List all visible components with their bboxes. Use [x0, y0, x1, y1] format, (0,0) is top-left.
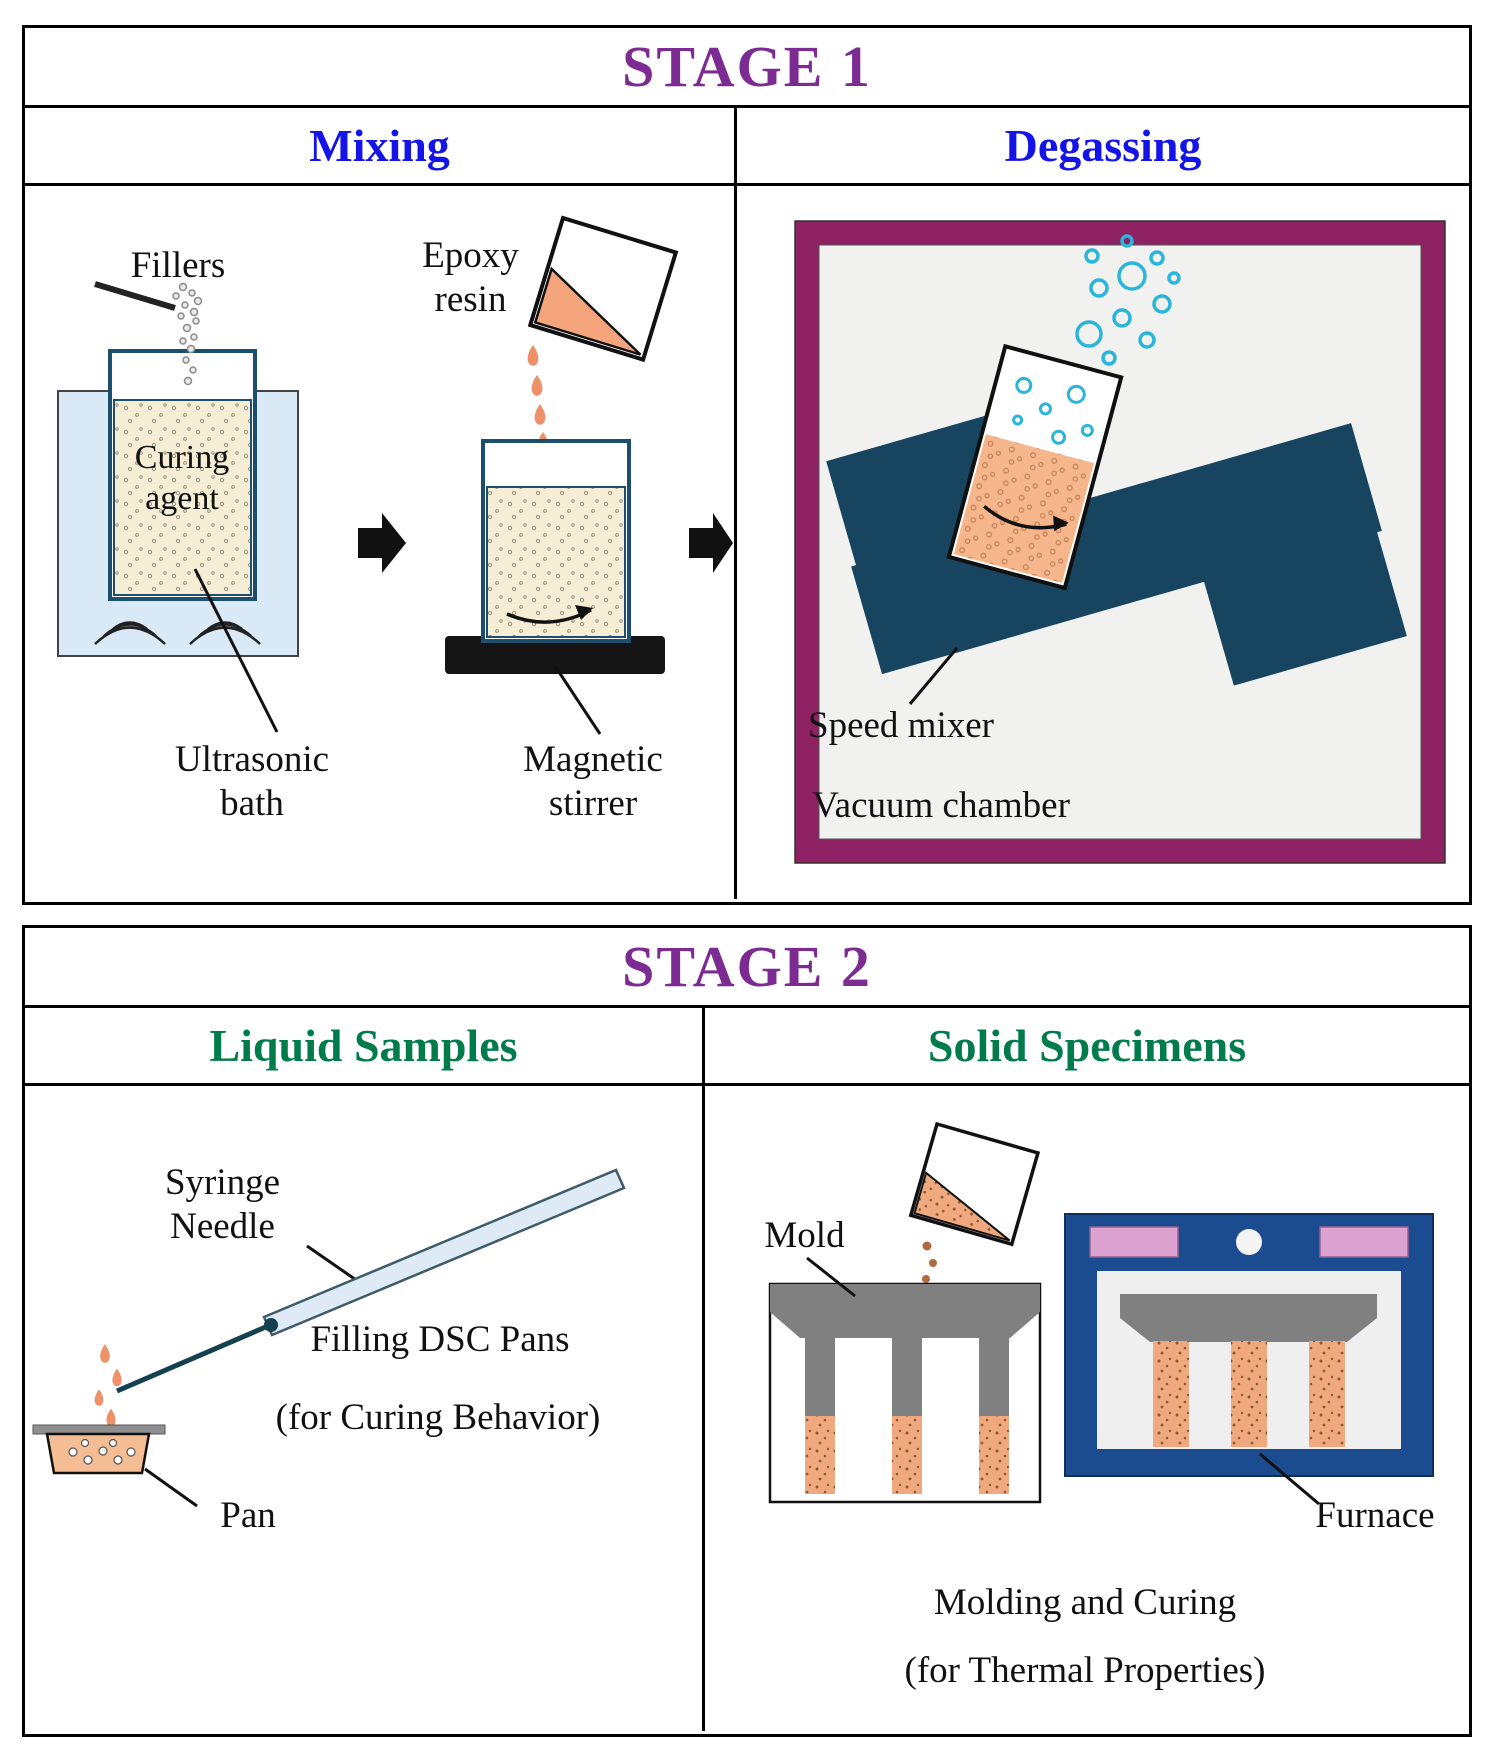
mold-label: Mold — [764, 1215, 845, 1256]
magnetic-stirrer-label: Magnetic stirrer — [523, 739, 663, 825]
filler-particles — [172, 282, 203, 386]
filling-dsc-pans-note: (for Curing Behavior) — [275, 1397, 601, 1438]
arrow-right-icon — [358, 513, 406, 573]
pouring-cup — [908, 1121, 1041, 1247]
stage1-panel: STAGE 1 Mixing — [22, 25, 1472, 905]
resin-drops — [527, 345, 549, 453]
stage2-panel: STAGE 2 Liquid Samples — [22, 925, 1472, 1737]
speed-mixer-pointer — [908, 647, 959, 705]
vacuum-chamber-label: Vacuum chamber — [812, 785, 1070, 826]
filling-dsc-pans-label: Filling DSC Pans — [310, 1319, 570, 1360]
solid-specimens-drawing — [768, 1121, 1434, 1506]
epoxy-resin-label: Epoxy resin — [422, 235, 519, 321]
syringe-barrel — [262, 1168, 626, 1337]
furnace — [1064, 1213, 1434, 1477]
furnace-pointer — [1259, 1452, 1320, 1506]
ultrasonic-bath-label: Ultrasonic bath — [174, 739, 330, 825]
solid-specimens-header: Solid Specimens — [705, 1008, 1469, 1086]
arrow-right-icon — [689, 513, 733, 573]
mixing-drawing — [57, 215, 733, 735]
speed-mixer-label: Speed mixer — [808, 705, 994, 746]
liquid-samples-header: Liquid Samples — [25, 1008, 702, 1086]
mixing-illustration: Fillers Curing agent Ultrasonic bath Epo… — [25, 186, 734, 896]
magnetic-stirrer-pointer — [553, 665, 602, 735]
mixing-column: Mixing — [25, 108, 737, 899]
solid-specimens-column: Solid Specimens — [705, 1008, 1469, 1731]
stage2-title: STAGE 2 — [25, 928, 1469, 1008]
ultrasonic-bath-pointer — [193, 568, 279, 733]
pan-pointer — [144, 1467, 198, 1508]
liquid-samples-illustration: Syringe Needle Filling DSC Pans (for Cur… — [25, 1086, 702, 1728]
degassing-illustration: Speed mixer Vacuum chamber — [737, 186, 1469, 896]
bubbles-icon — [1075, 234, 1181, 366]
syringe-needle-label: Syringe Needle — [164, 1162, 281, 1248]
degassing-cup — [946, 343, 1124, 591]
mold — [768, 1282, 1042, 1504]
fillers-label: Fillers — [130, 245, 226, 286]
dsc-pan — [32, 1424, 166, 1475]
degassing-drawing — [794, 220, 1446, 864]
solid-specimens-illustration: Mold Furnace Molding and Curing (for The… — [705, 1086, 1469, 1728]
molding-note: (for Thermal Properties) — [904, 1650, 1266, 1691]
degassing-column: Degassing — [737, 108, 1469, 899]
filler-spatula-icon — [94, 281, 176, 311]
pan-label: Pan — [220, 1495, 276, 1536]
curing-agent-beaker — [108, 349, 257, 601]
syringe-needle — [116, 1323, 269, 1394]
degassing-header: Degassing — [737, 108, 1469, 186]
liquid-samples-drawing — [32, 1168, 626, 1508]
stage1-title: STAGE 1 — [25, 28, 1469, 108]
sample-drops — [94, 1344, 122, 1427]
curing-agent-label: Curing agent — [134, 439, 230, 517]
mixing-header: Mixing — [25, 108, 734, 186]
furnace-label: Furnace — [1315, 1495, 1435, 1536]
epoxy-container — [527, 215, 679, 363]
mixing-beaker — [481, 439, 631, 643]
molding-and-curing-label: Molding and Curing — [933, 1582, 1237, 1623]
magnetic-stirrer-plate — [445, 636, 665, 674]
mold-pointer — [806, 1256, 856, 1298]
liquid-samples-column: Liquid Samples — [25, 1008, 705, 1731]
